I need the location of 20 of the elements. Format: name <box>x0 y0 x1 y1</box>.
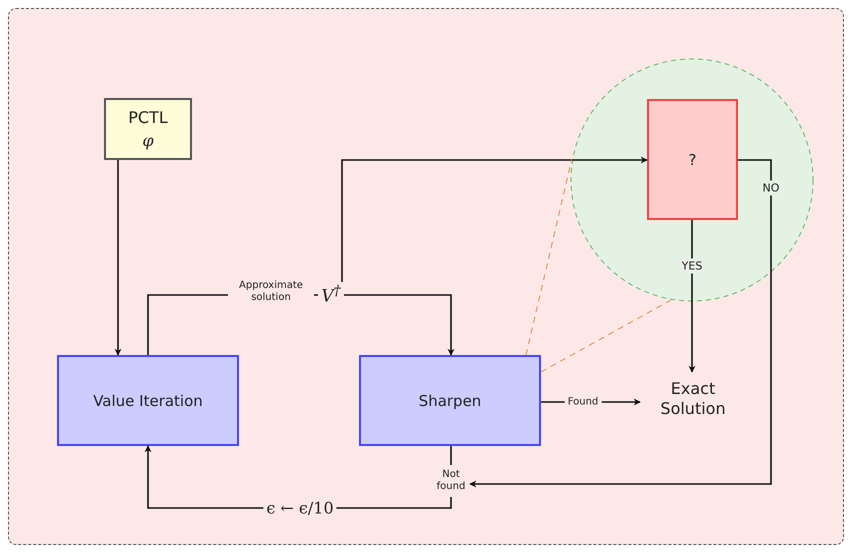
zoom-guide-line <box>540 300 672 372</box>
arrow <box>344 294 454 356</box>
zoom-guide-line <box>526 158 572 356</box>
arrow <box>341 156 648 282</box>
connector-line <box>450 446 452 465</box>
zoom-circle <box>570 58 814 302</box>
arrow <box>144 445 452 509</box>
arrow <box>469 159 772 488</box>
formula-symbol: φ <box>142 131 154 150</box>
result-text: Exact Solution <box>640 372 746 426</box>
math-symbol: V$^{†}$ <box>318 282 344 308</box>
edge-label: YES <box>678 258 706 274</box>
input-box <box>104 98 192 160</box>
process-box: Sharpen <box>359 355 541 446</box>
arrow <box>541 398 641 406</box>
process-box: Value Iteration <box>57 355 239 446</box>
arrow <box>688 220 696 373</box>
box-title: PCTL <box>128 108 168 127</box>
arrow <box>114 160 122 356</box>
decision-box: ? <box>647 99 738 220</box>
